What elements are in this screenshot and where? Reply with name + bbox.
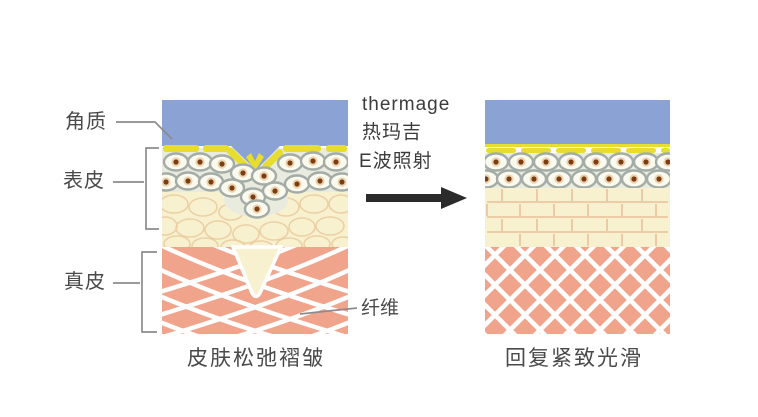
stratum-corneum-before (162, 100, 348, 169)
fiber-mesh-tight (485, 247, 670, 334)
after-panel (485, 100, 670, 334)
lipid-layer-after (485, 144, 670, 153)
lipid-layer-before (163, 145, 347, 171)
caption-after: 回复紧致光滑 (505, 347, 643, 370)
process-method: E波照射 (359, 151, 433, 172)
label-dermis: 真皮 (64, 271, 106, 293)
label-stratum-corneum: 角质 (65, 111, 107, 133)
basal-pebble-texture (162, 194, 348, 247)
wrinkle-notch (230, 245, 284, 299)
before-panel (162, 100, 348, 334)
caption-before: 皮肤松弛褶皱 (187, 347, 325, 370)
label-epidermis: 表皮 (63, 170, 105, 192)
epidermis-cells-after (485, 152, 670, 189)
stratum-pointer (116, 121, 173, 140)
process-name-zh: 热玛吉 (362, 122, 423, 143)
basal-brick-texture (486, 189, 668, 246)
label-fiber: 纤维 (361, 298, 400, 319)
epidermis-bracket (145, 147, 159, 230)
stratum-corneum-after (485, 100, 670, 146)
treatment-arrow-icon (366, 187, 467, 209)
dermis-bracket (141, 251, 157, 333)
pointer-lines (113, 121, 358, 333)
process-name-en: thermage (362, 94, 451, 115)
fiber-pointer (299, 307, 358, 315)
